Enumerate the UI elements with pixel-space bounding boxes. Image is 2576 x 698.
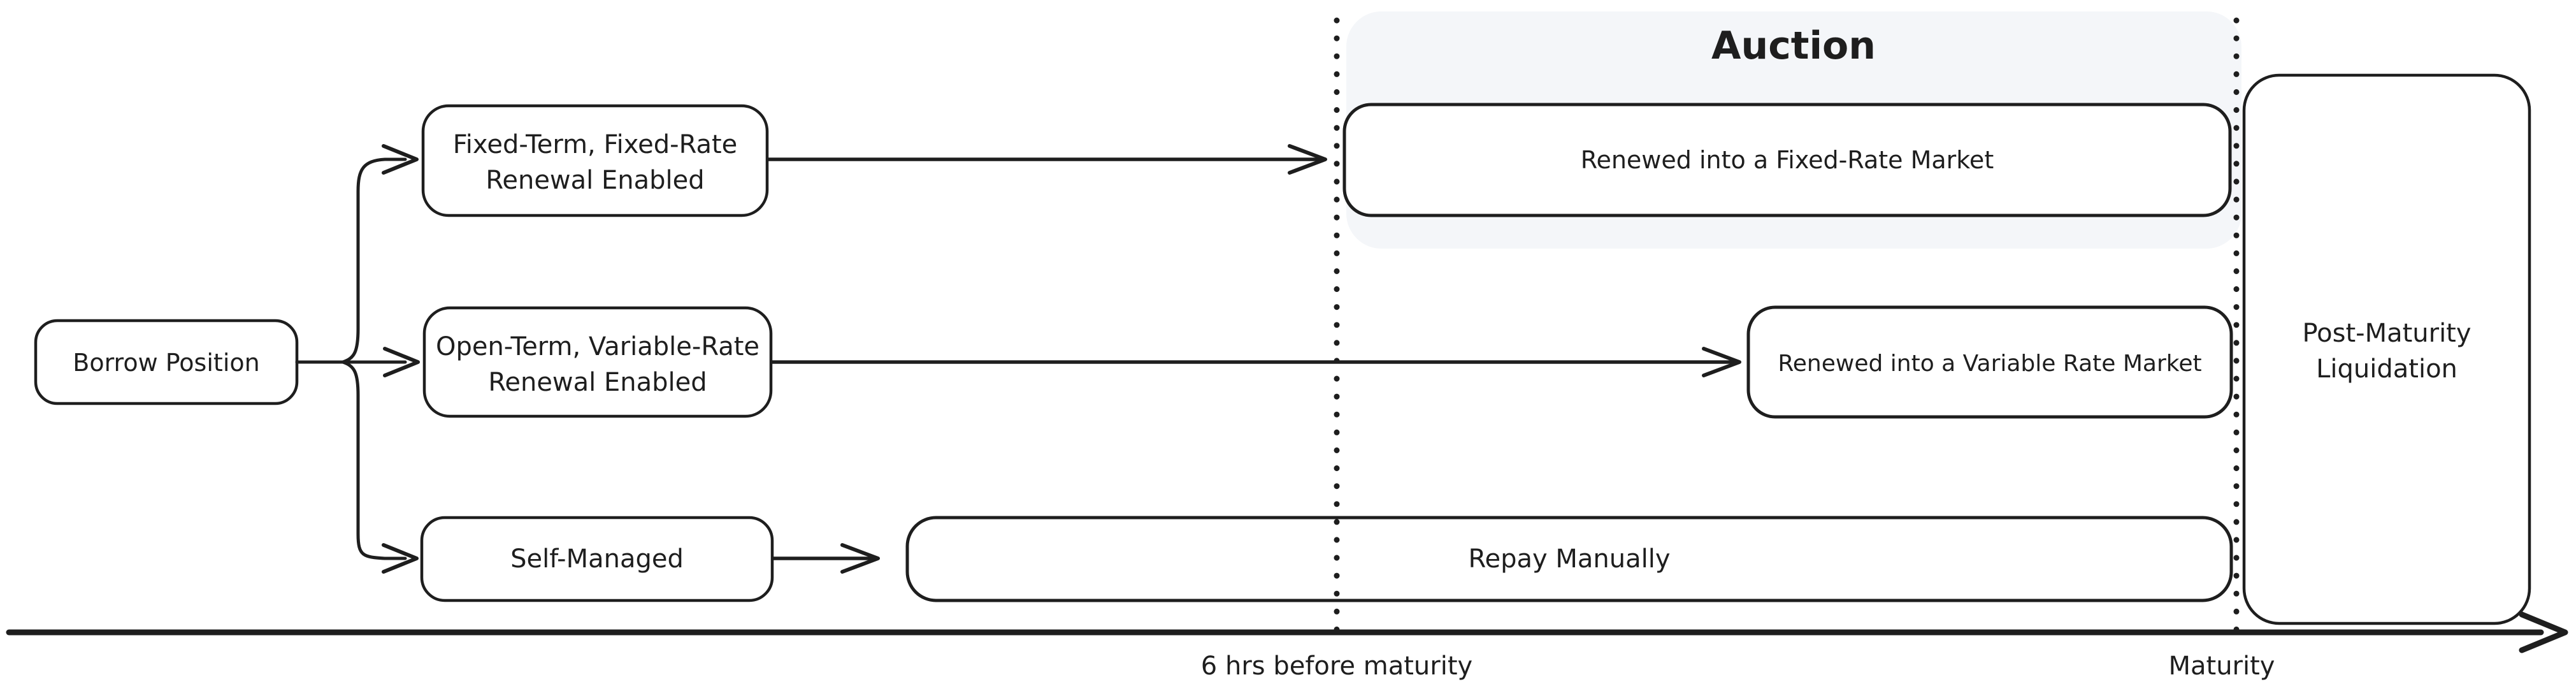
renewed-fixed-label: Renewed into a Fixed-Rate Market	[1581, 146, 1994, 174]
timeline-label-maturity: Maturity	[2169, 651, 2275, 681]
fork-arrowhead-middle	[383, 347, 420, 377]
fork-branch-path	[341, 157, 407, 560]
renewed-fixed-node	[1342, 103, 2232, 217]
open-term-label-line1: Open-Term, Variable-Rate	[436, 332, 759, 361]
self-managed-arrowhead	[840, 543, 880, 574]
timeline-label-6hrs: 6 hrs before maturity	[1201, 651, 1472, 681]
fixed-term-label-line1: Fixed-Term, Fixed-Rate	[453, 130, 738, 159]
renewed-variable-label: Renewed into a Variable Rate Market	[1778, 351, 2201, 377]
open-term-node	[422, 306, 773, 418]
fork-arrowhead-bottom	[382, 543, 419, 574]
post-maturity-label-line2: Liquidation	[2316, 354, 2457, 384]
repay-manually-node	[905, 516, 2233, 602]
open-term-arrowhead	[1702, 347, 1741, 377]
renewed-variable-node	[1746, 305, 2233, 419]
borrow-position-label: Borrow Position	[73, 349, 259, 377]
timeline-arrowhead	[2519, 611, 2568, 653]
fixed-term-arrowhead	[1288, 144, 1327, 175]
post-maturity-label-line1: Post-Maturity	[2302, 319, 2471, 348]
auction-title: Auction	[1711, 24, 1876, 68]
fixed-term-node	[421, 104, 769, 217]
fixed-term-label-line2: Renewal Enabled	[486, 166, 704, 195]
post-maturity-node	[2242, 73, 2531, 625]
open-term-label-line2: Renewal Enabled	[488, 368, 707, 397]
fork-arrowhead-top	[382, 144, 419, 175]
repay-manually-label: Repay Manually	[1468, 544, 1670, 574]
self-managed-label: Self-Managed	[510, 544, 684, 574]
